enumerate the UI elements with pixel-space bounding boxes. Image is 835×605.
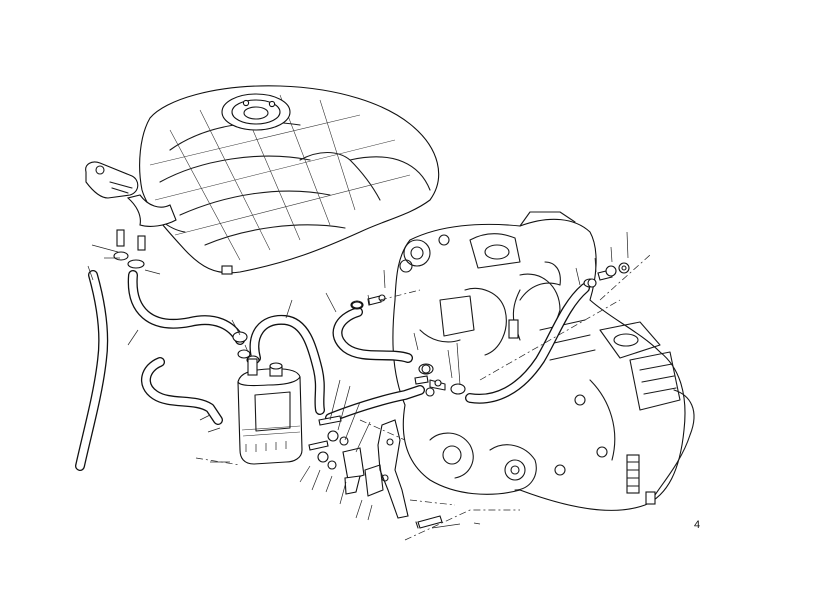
- canister-mounting-bracket: [342, 419, 409, 519]
- assembly-guide-lines: [195, 254, 651, 541]
- leader-lines: [87, 231, 629, 529]
- tank-front-bracket: [85, 161, 177, 227]
- fasteners: [308, 262, 630, 529]
- page-number: 4: [694, 519, 701, 531]
- tank-fittings: [113, 229, 146, 269]
- carbon-canister: [237, 358, 303, 465]
- vent-hose-left-vertical: [75, 270, 109, 471]
- breather-hose-upper: [127, 270, 251, 359]
- fuel-tank: [139, 85, 440, 275]
- breather-hose-lower: [141, 357, 223, 425]
